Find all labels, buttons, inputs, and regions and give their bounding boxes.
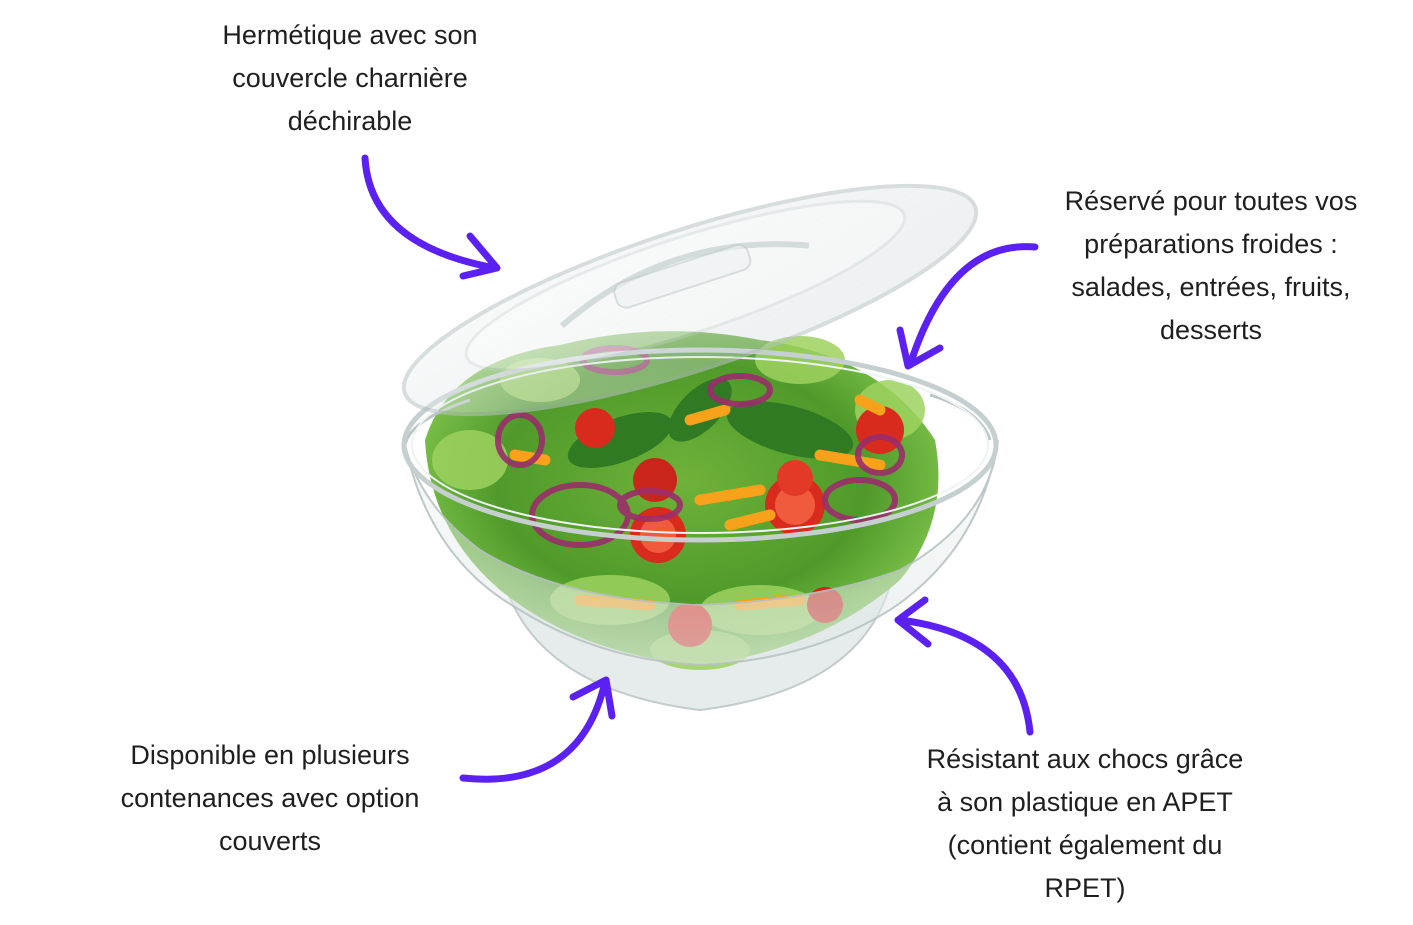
callout-cold-preparations: Réservé pour toutes vos préparations fro… (1030, 180, 1392, 352)
arrow-top-right-icon (896, 243, 1039, 370)
callout-line: couverts (218, 826, 322, 856)
callout-impact-resistant: Résistant aux chocs grâce à son plastiqu… (880, 738, 1290, 910)
callout-line: contenances avec option (120, 783, 420, 813)
callout-line: Hermétique avec son (222, 20, 478, 50)
callout-line: à son plastique en APET (937, 787, 1233, 817)
callout-hermetic-lid: Hermétique avec son couvercle charnière … (170, 14, 530, 143)
arrow-bottom-left-icon (459, 676, 616, 783)
callout-capacities: Disponible en plusieurs contenances avec… (80, 734, 460, 863)
callout-line: Réservé pour toutes vos (1064, 186, 1358, 216)
callout-line: déchirable (287, 106, 413, 136)
callout-line: Disponible en plusieurs (130, 740, 410, 770)
hinged-lid (401, 183, 979, 417)
callout-line: (contient également du (947, 830, 1223, 860)
callout-line: RPET) (1044, 873, 1126, 903)
callout-line: desserts (1159, 315, 1263, 345)
basil-leaves (567, 378, 854, 468)
arrow-top-left-icon (361, 154, 501, 280)
arrow-bottom-right-icon (894, 596, 1034, 736)
callout-line: salades, entrées, fruits, (1071, 272, 1351, 302)
callout-line: préparations froides : (1084, 229, 1338, 259)
callout-line: Résistant aux chocs grâce (926, 744, 1244, 774)
callout-line: couvercle charnière (232, 63, 468, 93)
